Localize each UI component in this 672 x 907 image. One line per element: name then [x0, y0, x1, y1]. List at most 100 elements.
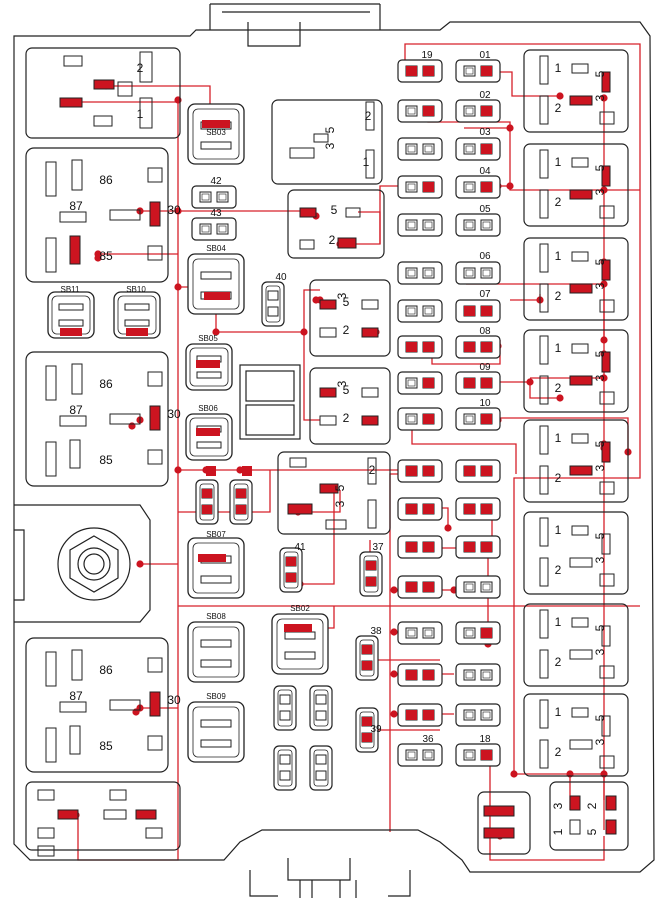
- relay-slot: [109, 209, 141, 221]
- pin-3-4: 3: [593, 374, 607, 381]
- fuse-x4: [309, 685, 333, 731]
- pin-5-c1: 5: [343, 295, 350, 309]
- fuse-41: [279, 547, 303, 593]
- wire-node: [600, 374, 608, 382]
- relay-slot: [571, 525, 589, 536]
- terminal-marker: [481, 144, 492, 154]
- terminal-marker: [406, 504, 417, 514]
- fuse-terminal: [267, 306, 279, 317]
- relay-slot: [289, 457, 307, 468]
- terminal-marker: [196, 428, 220, 436]
- fuse-terminal: [463, 105, 476, 117]
- terminal-marker: [286, 557, 296, 566]
- wire-node: [600, 186, 608, 194]
- wire-node: [94, 254, 102, 262]
- terminal-marker: [481, 750, 492, 760]
- terminal-marker: [204, 292, 230, 300]
- fuse-blade: [407, 107, 416, 115]
- fuse-38: [355, 635, 379, 681]
- pin-2-6: 2: [555, 563, 562, 577]
- relay-slot: [69, 439, 81, 469]
- fuse-blade: [465, 107, 474, 115]
- relay-slot: [601, 165, 611, 187]
- relay-slot: [45, 237, 57, 273]
- breaker-blade: [200, 719, 232, 728]
- fuse-body: [455, 743, 501, 767]
- relay-slot: [539, 149, 549, 179]
- fuse-blade: [465, 751, 474, 759]
- fuse-body: [279, 547, 303, 593]
- fuse-terminal: [463, 267, 476, 279]
- pin-30-3: 30: [167, 693, 181, 707]
- fuse-body: [229, 479, 253, 525]
- wire-node: [600, 94, 608, 102]
- relay-slot: [299, 207, 317, 218]
- breaker-label-SB06: SB06: [198, 404, 218, 413]
- terminal-marker: [481, 628, 492, 638]
- fuse-a5: [397, 261, 443, 285]
- fuse-label-06: 06: [479, 251, 491, 262]
- fuse-terminal: [463, 669, 476, 681]
- fuse-blade: [424, 145, 433, 153]
- relay-slot: [59, 701, 87, 713]
- fuse-terminal: [463, 181, 476, 193]
- terminal-marker: [464, 306, 475, 316]
- relay-slot: [539, 335, 549, 365]
- breaker-label-SB10: SB10: [126, 285, 146, 294]
- terminal-marker: [362, 645, 372, 654]
- relay-slot: [313, 133, 329, 143]
- fuse-terminal: [405, 219, 418, 231]
- fuse-blade: [407, 221, 416, 229]
- fuse-blade: [482, 583, 491, 591]
- fuse-blade: [482, 671, 491, 679]
- breaker-inner: [276, 618, 324, 670]
- pin-1-7: 1: [555, 615, 562, 629]
- fuse-05: [455, 213, 501, 237]
- terminal-marker: [481, 182, 492, 192]
- fuse-terminal: [463, 627, 476, 639]
- relay-slot: [569, 739, 593, 750]
- fuse-body: [397, 535, 443, 559]
- breaker-inner: [189, 417, 229, 457]
- pin-5-8: 5: [593, 714, 607, 721]
- breaker-SB06: [185, 413, 233, 461]
- relay-slot: [539, 95, 549, 125]
- relay-slot: [367, 499, 377, 529]
- fuse-40: [261, 281, 285, 327]
- fuse-terminal: [315, 754, 327, 765]
- pin-85-2: 85: [99, 453, 113, 467]
- breaker-SB10: [113, 291, 161, 339]
- fuse-inner: [283, 551, 299, 589]
- terminal-marker: [423, 342, 434, 352]
- relay-slot: [289, 147, 315, 159]
- fuse-body: [455, 261, 501, 285]
- relay-slot: [147, 657, 163, 673]
- fuse-08: [455, 335, 501, 359]
- pin-3-1: 3: [593, 94, 607, 101]
- fuse-body: [397, 335, 443, 359]
- fuse-body: [397, 703, 443, 727]
- relay-slot: [483, 827, 515, 839]
- fuse-terminal: [463, 413, 476, 425]
- terminal-marker: [60, 328, 82, 336]
- fuse-label-41: 41: [294, 542, 306, 553]
- terminal-marker: [464, 466, 475, 476]
- fuse-label-36: 36: [422, 734, 434, 745]
- fuse-blade: [424, 221, 433, 229]
- fuse-blade: [482, 221, 491, 229]
- breaker-inner: [192, 706, 240, 758]
- fuse-b13: [455, 575, 501, 599]
- relay-slot: [599, 755, 615, 769]
- fuse-a10: [397, 459, 443, 483]
- fuse-inner: [199, 483, 215, 521]
- terminal-marker: [198, 554, 226, 562]
- fuse-37: [359, 551, 383, 597]
- breaker-SB11: [47, 291, 95, 339]
- fuse-inner: [313, 689, 329, 727]
- relay-slot: [571, 157, 589, 168]
- breaker-label-SB04: SB04: [206, 244, 226, 253]
- pin-5-br: 5: [585, 828, 599, 835]
- breaker-inner: [192, 258, 240, 310]
- breaker-body: [187, 537, 245, 599]
